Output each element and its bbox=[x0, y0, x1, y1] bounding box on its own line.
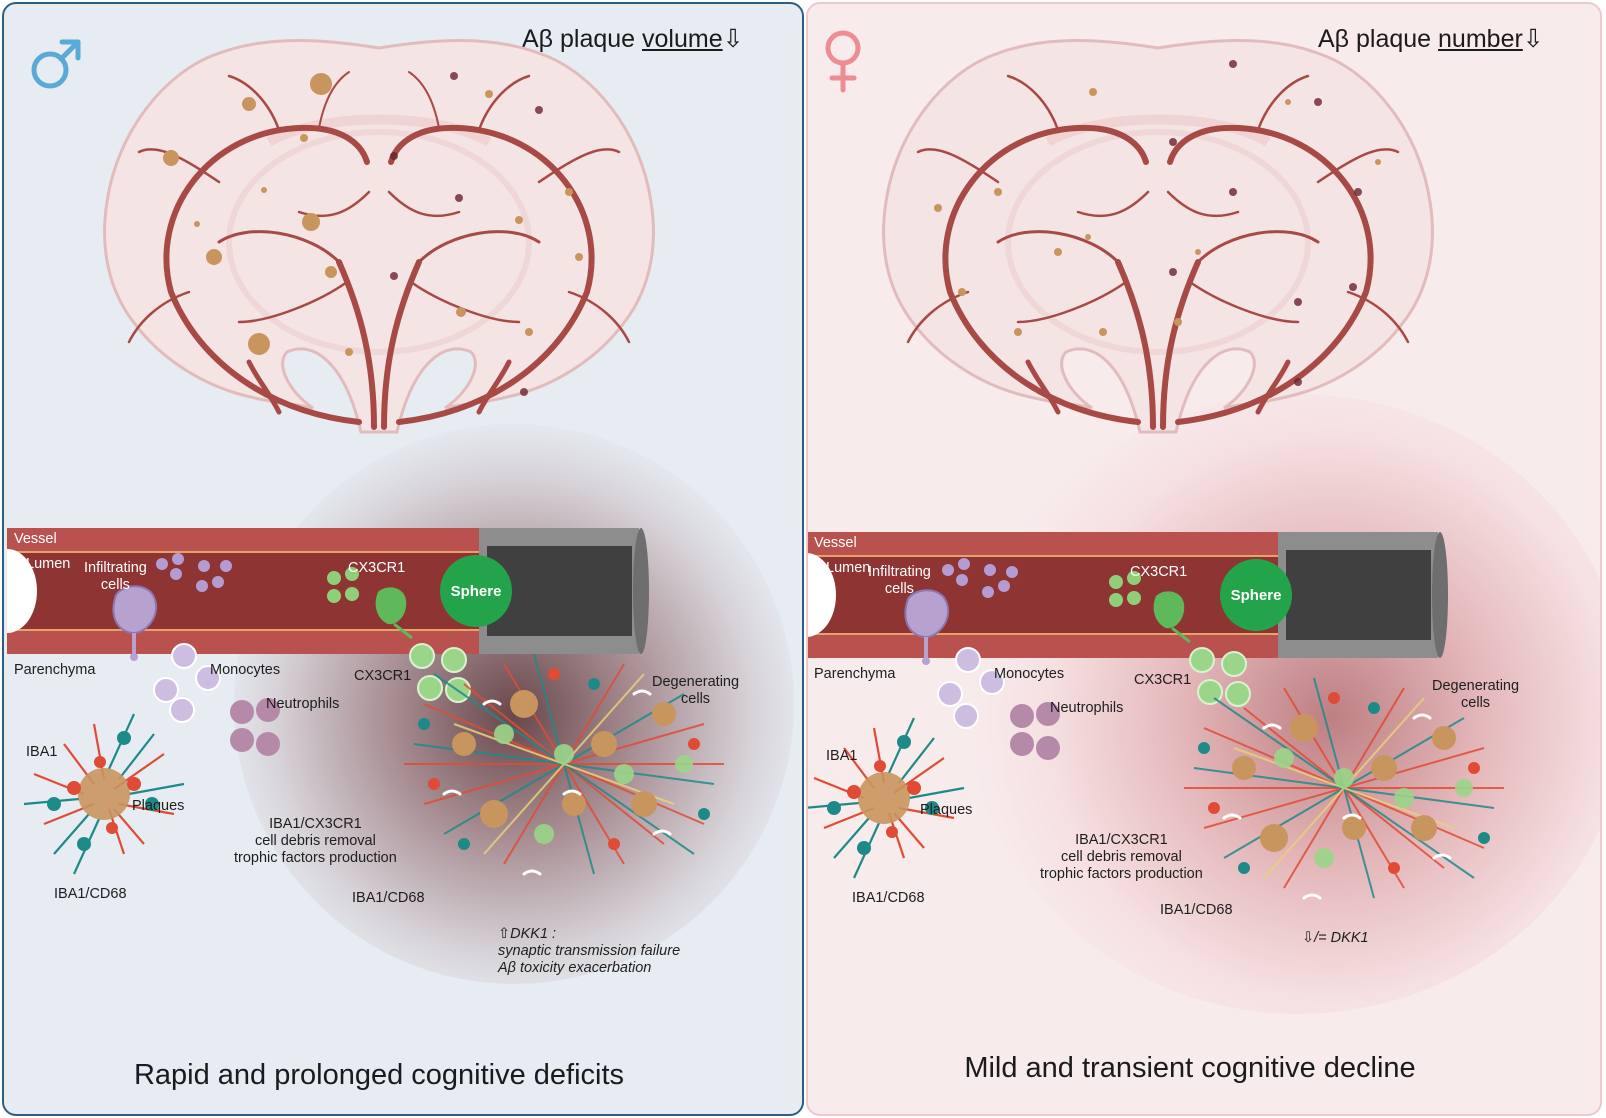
male-symbol-icon bbox=[31, 39, 81, 89]
sphere-device-icon: Sphere bbox=[440, 555, 512, 627]
monocyte-icon bbox=[153, 643, 221, 723]
dkk1-effects-label: ⇧DKK1 : synaptic transmission failure Aβ… bbox=[498, 926, 681, 976]
cx3cr1-lumen-label: CX3CR1 bbox=[348, 560, 406, 576]
sphere-device-icon: Sphere bbox=[1220, 559, 1292, 631]
female-conclusion: Mild and transient cognitive decline bbox=[964, 1052, 1416, 1084]
iba1-cx3cr1-function-label: IBA1/CX3CR1 cell debris removal trophic … bbox=[1040, 832, 1203, 882]
blood-vessel-icon bbox=[808, 532, 1448, 658]
monocyte-icon bbox=[937, 647, 1005, 729]
brain-vasculature-icon bbox=[882, 39, 1434, 434]
iba1-cd68-left-label: IBA1/CD68 bbox=[54, 886, 127, 902]
degenerating-cells-label: Degenerating cells bbox=[652, 674, 740, 707]
infiltrating-cells-label: Infiltrating cells bbox=[84, 560, 147, 593]
lumen-label: Lumen bbox=[26, 556, 71, 572]
plaques-label: Plaques bbox=[920, 802, 973, 818]
cx3cr1-parenchyma-label: CX3CR1 bbox=[354, 668, 412, 684]
female-symbol-icon bbox=[825, 30, 861, 93]
male-panel: Aβ plaque volume⇩ bbox=[2, 2, 804, 1116]
neutrophils-label: Neutrophils bbox=[1050, 700, 1124, 716]
iba1-cd68-right-label: IBA1/CD68 bbox=[352, 890, 425, 906]
plaque-number-headline: Aβ plaque number⇩ bbox=[1318, 25, 1544, 53]
infiltrating-cells-label: Infiltrating cells bbox=[868, 564, 931, 597]
parenchyma-label: Parenchyma bbox=[14, 662, 96, 678]
iba1-cd68-right-label: IBA1/CD68 bbox=[1160, 902, 1233, 918]
plaques-label: Plaques bbox=[132, 798, 185, 814]
iba1-label: IBA1 bbox=[826, 748, 858, 764]
plaque-with-microglia bbox=[23, 713, 185, 875]
iba1-cd68-left-label: IBA1/CD68 bbox=[852, 890, 925, 906]
monocytes-label: Monocytes bbox=[994, 666, 1065, 682]
lumen-label: Lumen bbox=[826, 560, 871, 576]
monocytes-label: Monocytes bbox=[210, 662, 281, 678]
degenerating-cells-label: Degenerating cells bbox=[1432, 678, 1520, 711]
cx3cr1-parenchyma-label: CX3CR1 bbox=[1134, 672, 1192, 688]
female-panel: Aβ plaque number⇩ bbox=[806, 2, 1602, 1116]
plaque-volume-headline: Aβ plaque volume⇩ bbox=[522, 25, 744, 53]
plaque-with-microglia bbox=[808, 717, 965, 879]
parenchyma-label: Parenchyma bbox=[814, 666, 896, 682]
iba1-label: IBA1 bbox=[26, 744, 58, 760]
vessel-label: Vessel bbox=[814, 535, 857, 551]
dkk1-effects-label: ⇩/= DKK1 bbox=[1302, 930, 1369, 946]
cx3cr1-lumen-label: CX3CR1 bbox=[1130, 564, 1188, 580]
vessel-label: Vessel bbox=[14, 531, 57, 547]
iba1-cx3cr1-function-label: IBA1/CX3CR1 cell debris removal trophic … bbox=[234, 816, 397, 866]
male-conclusion: Rapid and prolonged cognitive deficits bbox=[133, 1059, 625, 1091]
neutrophils-label: Neutrophils bbox=[266, 696, 340, 712]
brain-vasculature-icon bbox=[103, 39, 655, 434]
